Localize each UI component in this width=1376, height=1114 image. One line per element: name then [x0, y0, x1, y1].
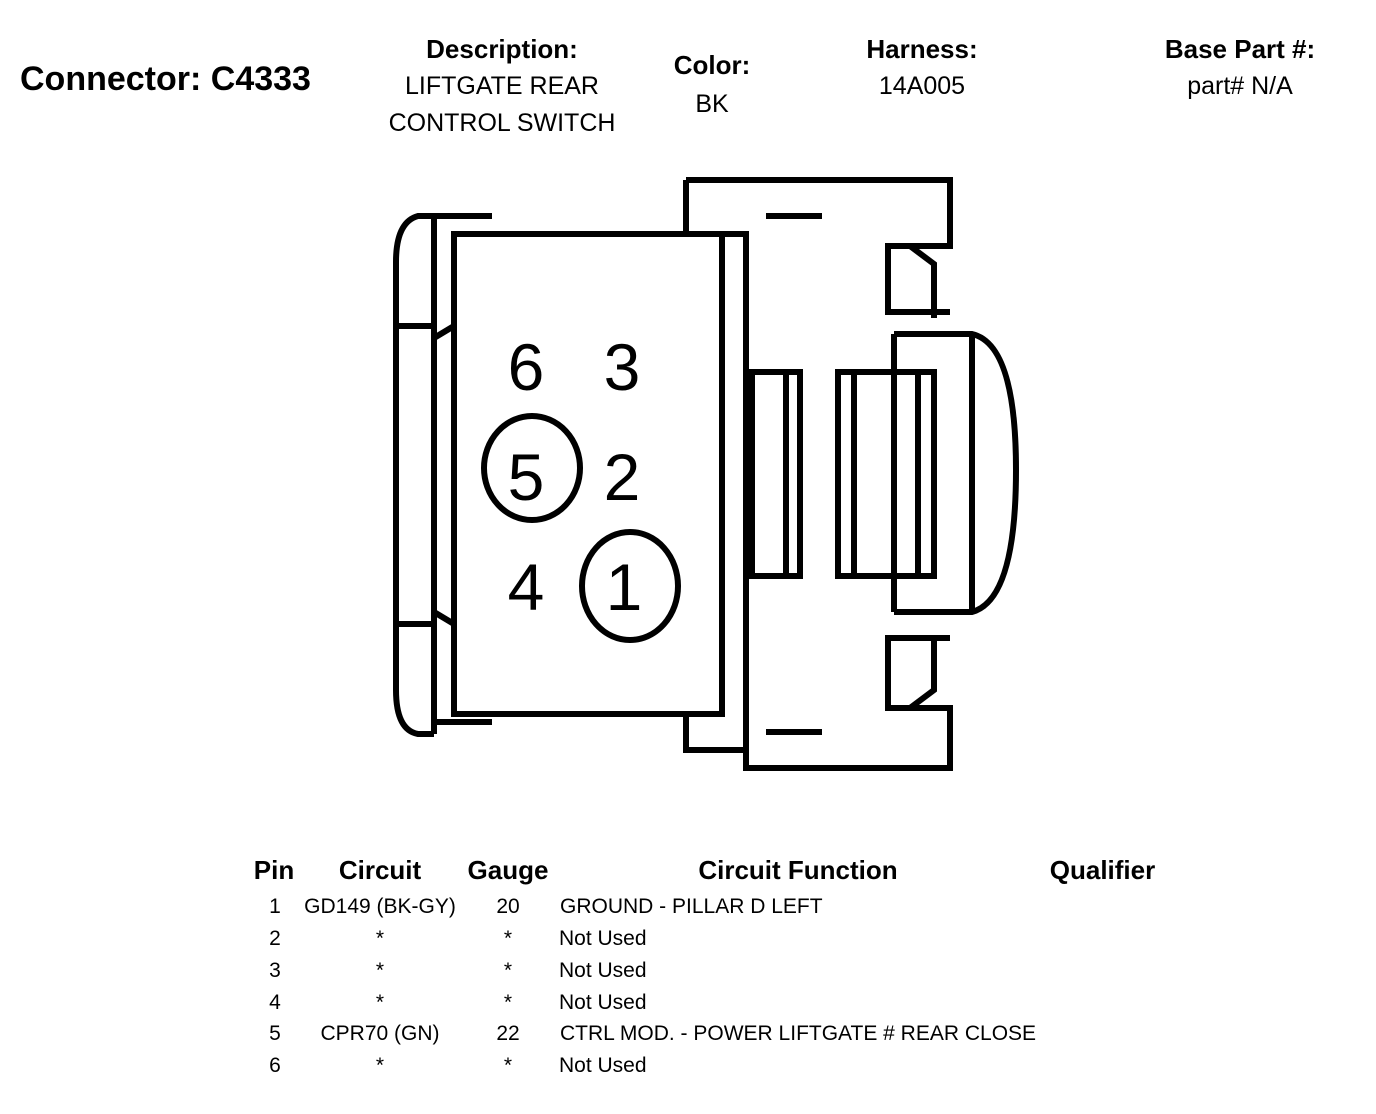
- table-cell-pin: 4: [269, 991, 281, 1014]
- table-cell-gauge: *: [503, 959, 513, 982]
- table-header-pin: Pin: [253, 855, 295, 885]
- pin-number: 2: [604, 440, 641, 514]
- table-cell-circuit: CPR70 (GN): [320, 1022, 440, 1045]
- description-block: Description: LIFTGATE REAR CONTROL SWITC…: [352, 34, 652, 139]
- color-label: Color:: [673, 50, 751, 80]
- table-cell-gauge: *: [503, 991, 513, 1014]
- pin-number: 4: [508, 550, 545, 624]
- table-cell-pin: 1: [269, 895, 281, 918]
- table-cell-gauge: *: [503, 1054, 513, 1077]
- table-cell-pin: 6: [269, 1054, 281, 1077]
- table-cell-gauge: 22: [496, 1022, 520, 1045]
- table-header-circuit-function: Circuit Function: [698, 855, 898, 885]
- connector-title: Connector: C4333: [20, 60, 311, 98]
- pin-1-circle: [579, 529, 681, 643]
- pin-number: 1: [606, 550, 643, 624]
- table-cell-function: CTRL MOD. - POWER LIFTGATE # REAR CLOSE: [560, 1022, 1037, 1045]
- table-cell-function: Not Used: [559, 927, 647, 950]
- table-cell-circuit: *: [375, 991, 385, 1014]
- table-header-qualifier: Qualifier: [1049, 855, 1156, 885]
- pin-number: 5: [508, 440, 545, 514]
- base-part-label: Base Part #:: [1164, 34, 1316, 64]
- table-cell-function: Not Used: [559, 959, 647, 982]
- base-part-block: Base Part #: part# N/A: [1120, 34, 1360, 102]
- table-cell-pin: 2: [269, 927, 281, 950]
- table-cell-function: Not Used: [559, 991, 647, 1014]
- description-label: Description:: [426, 34, 578, 64]
- table-header-gauge: Gauge: [467, 855, 549, 885]
- table-cell-circuit: *: [375, 927, 385, 950]
- table-cell-circuit: *: [375, 1054, 385, 1077]
- table-cell-pin: 5: [269, 1022, 281, 1045]
- color-value: BK: [695, 90, 729, 118]
- description-line: LIFTGATE REAR: [404, 72, 599, 100]
- table-cell-function: Not Used: [559, 1054, 647, 1077]
- table-cell-circuit: GD149 (BK-GY): [304, 895, 456, 918]
- table-cell-gauge: *: [503, 927, 513, 950]
- table-cell-pin: 3: [269, 959, 281, 982]
- harness-label: Harness:: [866, 34, 978, 64]
- table-cell-gauge: 20: [496, 895, 520, 918]
- harness-block: Harness: 14A005: [812, 34, 1032, 102]
- connector-housing-outline: [393, 177, 1020, 771]
- table-cell-function: GROUND - PILLAR D LEFT: [560, 895, 823, 918]
- connector-face-diagram: 6 3 5 2 4 1: [393, 177, 1020, 771]
- pin-number: 3: [604, 330, 641, 404]
- harness-value: 14A005: [878, 72, 966, 100]
- base-part-value: part# N/A: [1187, 72, 1293, 100]
- color-block: Color: BK: [642, 50, 782, 120]
- pin-number: 6: [508, 330, 545, 404]
- description-line: CONTROL SWITCH: [388, 109, 616, 137]
- table-cell-circuit: *: [375, 959, 385, 982]
- pin-5-circle: [481, 413, 583, 523]
- table-header-circuit: Circuit: [338, 855, 422, 885]
